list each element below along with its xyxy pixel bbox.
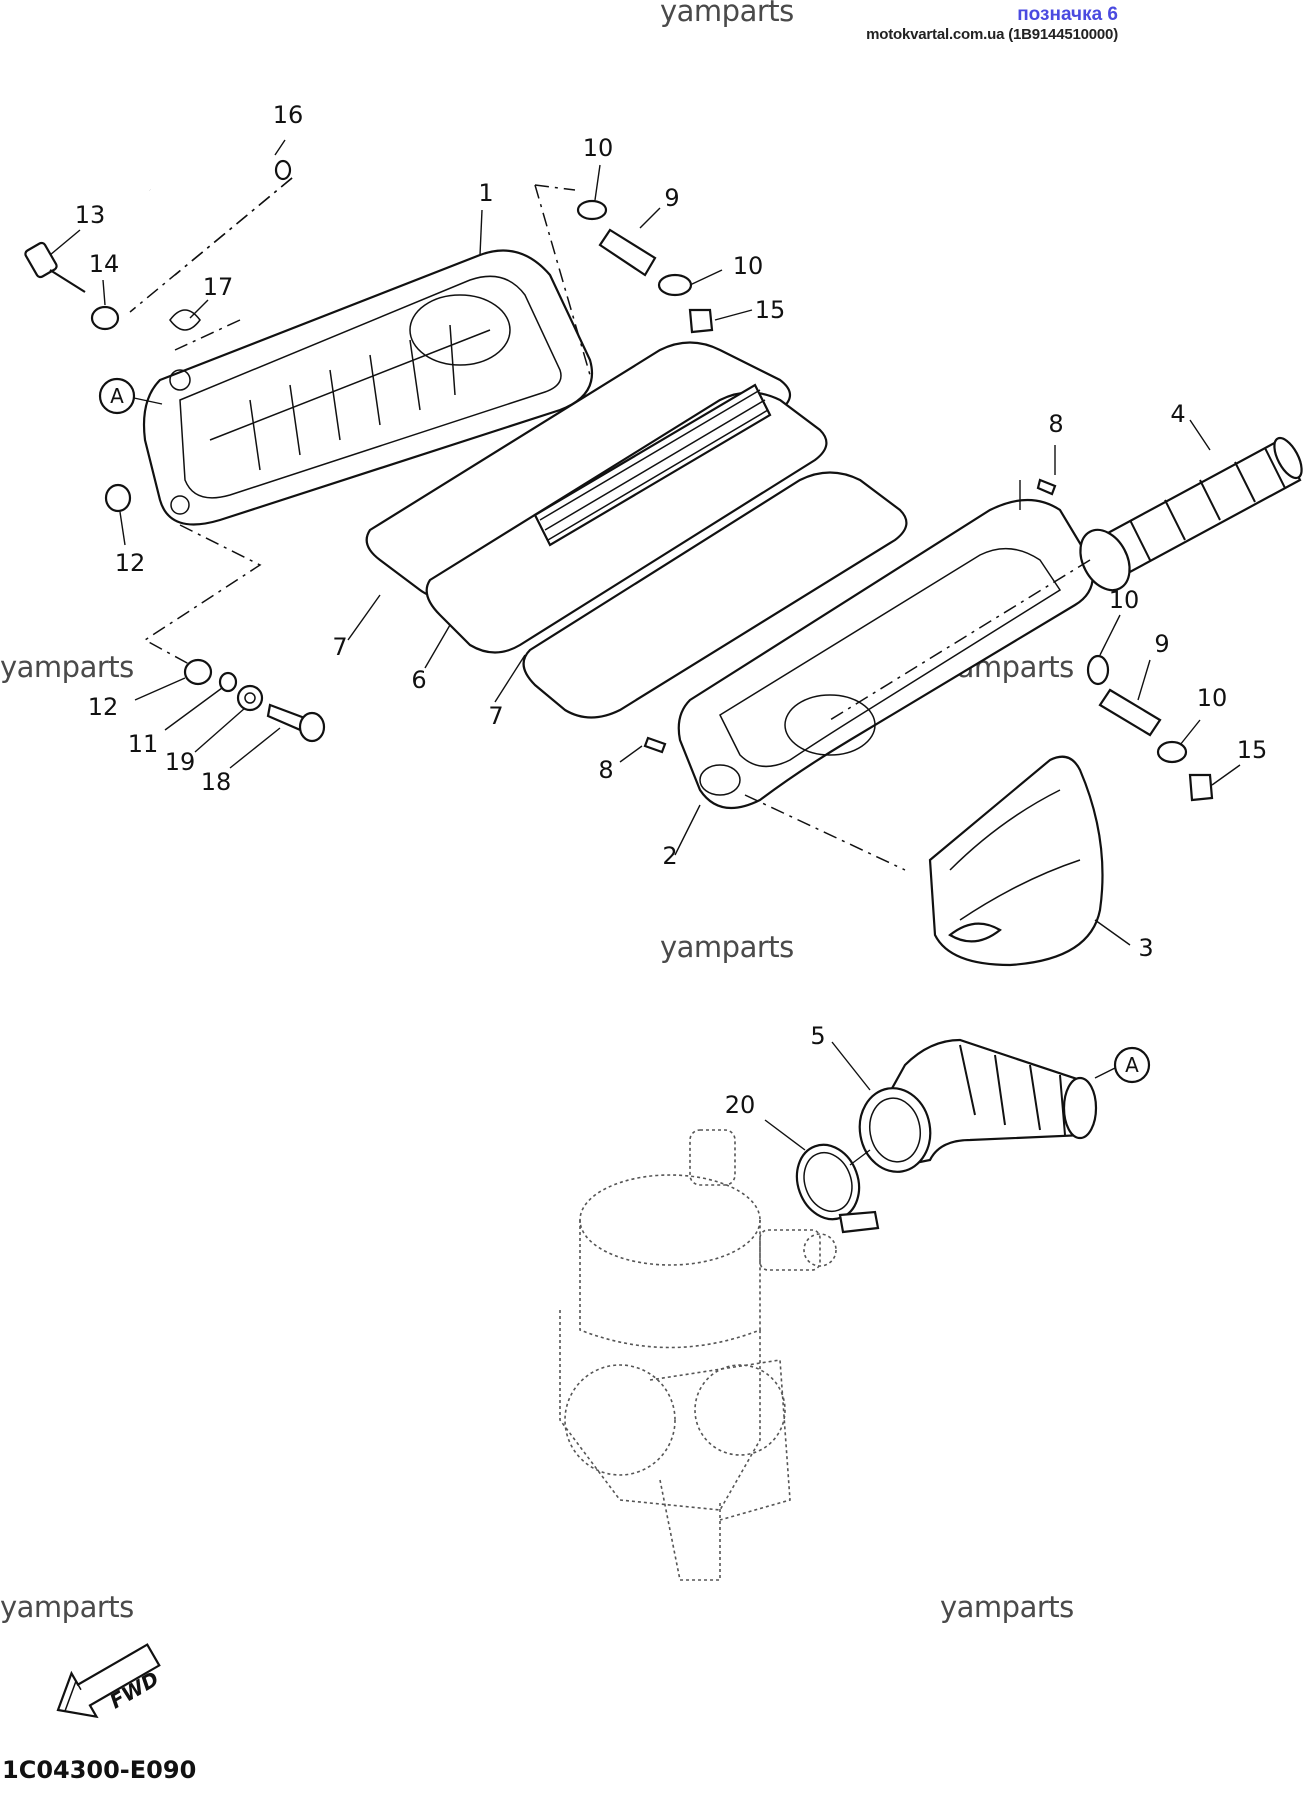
callout-7-right: 7	[488, 702, 504, 730]
callout-8-upper: 8	[1048, 410, 1064, 438]
fwd-arrow-icon	[56, 1643, 161, 1719]
callout-20: 20	[724, 1091, 756, 1119]
carburetor-outline	[559, 1129, 837, 1581]
callout-13: 13	[74, 201, 106, 229]
callout-10-lower-a: 10	[1108, 586, 1140, 614]
part-4-intake-duct	[1079, 436, 1303, 592]
reference-marker-a-lower	[1113, 1046, 1151, 1084]
callout-10-upper-a: 10	[582, 134, 614, 162]
callout-12-lower: 12	[87, 693, 119, 721]
part-17-clip	[169, 309, 201, 331]
part-8-screw-upper	[1036, 478, 1057, 496]
callout-16: 16	[272, 101, 304, 129]
callout-8-lower: 8	[598, 756, 614, 784]
watermark-bottom-left: yamparts	[0, 1590, 134, 1624]
callout-9-lower: 9	[1154, 630, 1170, 658]
callout-2: 2	[662, 842, 678, 870]
lower-right-fittings	[1086, 654, 1214, 802]
part-13-drain-plug	[24, 241, 86, 293]
callout-3: 3	[1138, 934, 1154, 962]
part-5-joint	[858, 1038, 1098, 1173]
callout-17: 17	[202, 273, 234, 301]
callout-9-upper: 9	[664, 184, 680, 212]
callout-4: 4	[1170, 400, 1186, 428]
callout-15-lower: 15	[1236, 736, 1268, 764]
callout-10-upper-b: 10	[732, 252, 764, 280]
part-20-clamp	[795, 1143, 880, 1234]
watermark-left: yamparts	[0, 650, 134, 684]
part-16-breather-hose	[72, 34, 292, 194]
header-tag: позначка 6 motokvartal.com.ua (1B9144510…	[866, 4, 1118, 43]
fastener-group-lower-left	[183, 658, 326, 743]
part-14-grommet	[90, 305, 120, 331]
callout-18: 18	[200, 768, 232, 796]
watermark-center: yamparts	[660, 930, 794, 964]
reference-marker-a-upper	[98, 377, 136, 415]
part-6-element	[425, 383, 828, 654]
part-1-case-cap	[142, 249, 594, 526]
part-7-gasket-right	[522, 471, 908, 719]
watermark-top: yamparts	[660, 0, 794, 28]
watermark-bottom-right: yamparts	[940, 1590, 1074, 1624]
callout-6: 6	[411, 666, 427, 694]
callout-14: 14	[88, 250, 120, 278]
part-2-case-body	[677, 499, 1094, 810]
callout-19: 19	[164, 748, 196, 776]
callout-7-left: 7	[332, 633, 348, 661]
reference-marker-a-lower-label: A	[1125, 1053, 1139, 1077]
tag-title: позначка 6	[1017, 4, 1118, 25]
diagram-code: 1C04300-E090	[2, 1756, 197, 1784]
part-3-cover	[928, 755, 1104, 967]
callout-5: 5	[810, 1022, 826, 1050]
reference-marker-a-upper-label: A	[110, 384, 124, 408]
part-8-screw-lower	[643, 736, 667, 754]
callout-11: 11	[127, 730, 159, 758]
callout-10-lower-b: 10	[1196, 684, 1228, 712]
callout-15-upper: 15	[754, 296, 786, 324]
callout-1: 1	[478, 179, 494, 207]
upper-fittings	[576, 199, 714, 334]
callout-12-upper: 12	[114, 549, 146, 577]
part-12-grommet-upper	[104, 483, 132, 513]
tag-source: motokvartal.com.ua (1B9144510000)	[866, 25, 1118, 43]
